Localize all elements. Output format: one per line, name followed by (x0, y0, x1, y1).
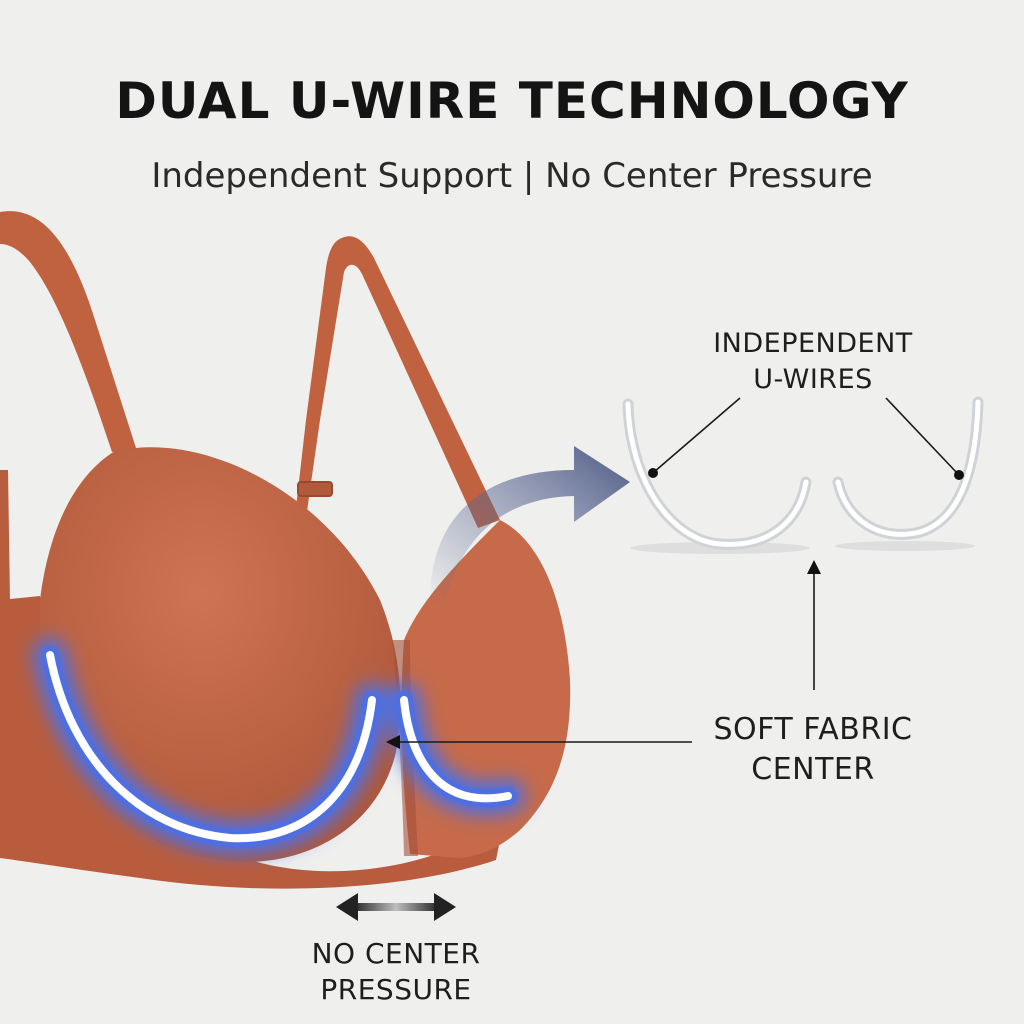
wire-marker-right (954, 470, 964, 480)
u-wires-illustration (622, 396, 984, 554)
callout-line: CENTER (751, 752, 875, 787)
callout-line: INDEPENDENT (713, 328, 913, 359)
callout-line: SOFT FABRIC (713, 712, 913, 747)
callout-line: PRESSURE (320, 973, 472, 1006)
wire-marker-left (648, 468, 658, 478)
arrowhead-left-icon (386, 735, 400, 749)
leader-lines (398, 397, 959, 743)
page-subtitle: Independent Support | No Center Pressure (151, 156, 873, 196)
arrowhead-up-icon (807, 560, 821, 574)
callout-line: NO CENTER (311, 937, 481, 970)
callout-no-center-pressure: NO CENTER PRESSURE (286, 936, 506, 1008)
curved-arrow-icon (430, 446, 630, 605)
page-title: DUAL U-WIRE TECHNOLOGY (115, 72, 909, 130)
callout-independent-wires: INDEPENDENT U-WIRES (678, 326, 948, 398)
bra-illustration (0, 211, 571, 889)
double-arrow-icon (336, 893, 456, 921)
callout-line: U-WIRES (753, 364, 873, 395)
callout-soft-fabric-center: SOFT FABRIC CENTER (678, 710, 948, 790)
